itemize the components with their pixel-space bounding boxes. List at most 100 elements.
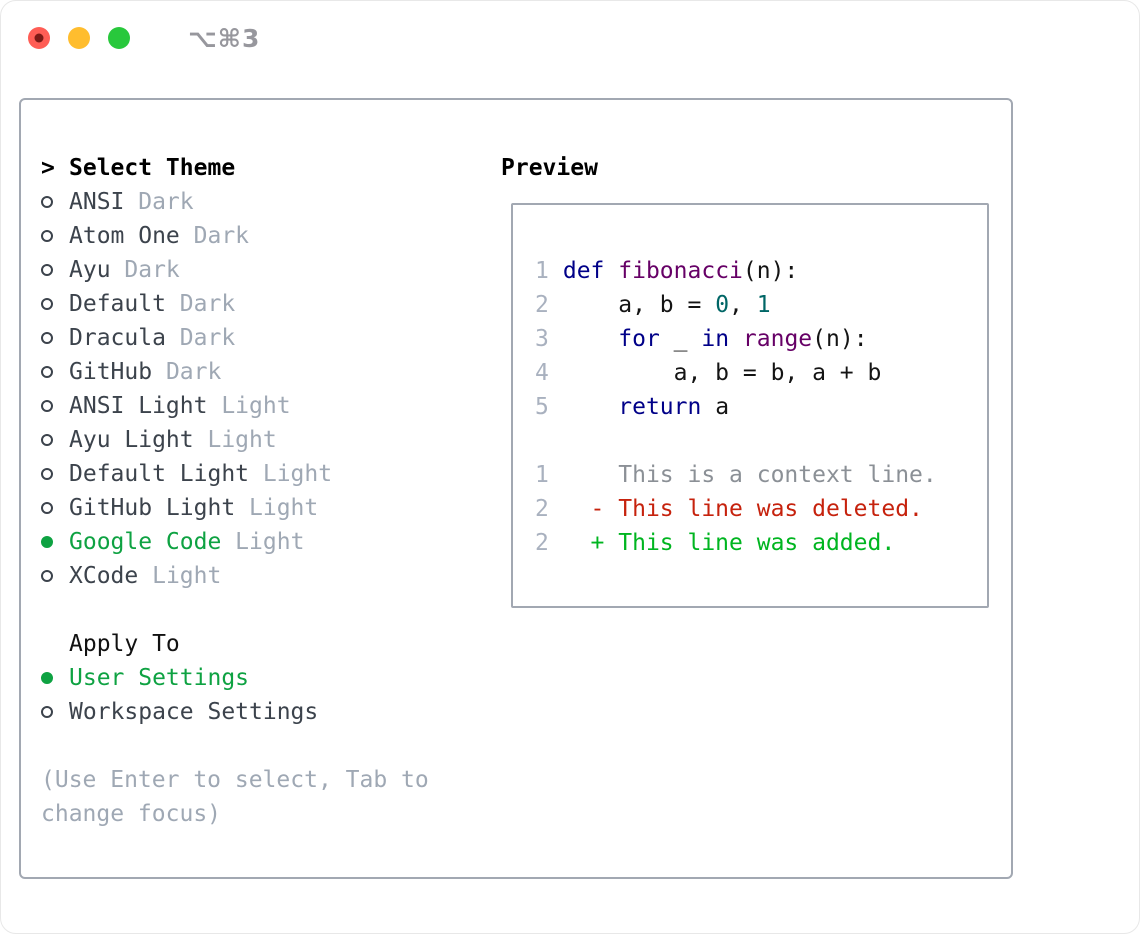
code-line: 1 This is a context line. bbox=[535, 458, 987, 492]
theme-option[interactable]: Ayu Light Light bbox=[41, 423, 481, 457]
code-token-plain: (n): bbox=[742, 258, 799, 284]
theme-tag: Light bbox=[207, 393, 291, 419]
hint-text: (Use Enter to select, Tab to change focu… bbox=[41, 767, 429, 827]
minimize-button[interactable] bbox=[68, 27, 90, 49]
code-token-num: 1 bbox=[756, 292, 771, 318]
theme-tag: Light bbox=[221, 529, 305, 555]
code-line: 2 + This line was added. bbox=[535, 526, 987, 560]
theme-option[interactable]: Ayu Dark bbox=[41, 253, 481, 287]
code-token-plain: (n): bbox=[812, 326, 868, 352]
line-number: 3 bbox=[535, 326, 549, 352]
code-token-plain: , bbox=[729, 292, 757, 318]
theme-option[interactable]: Dracula Dark bbox=[41, 321, 481, 355]
apply-to-header: Apply To bbox=[41, 627, 481, 661]
code-line: 2 - This line was deleted. bbox=[535, 492, 987, 526]
code-token-kw: for bbox=[618, 326, 660, 352]
theme-tag: Dark bbox=[152, 359, 222, 385]
code-line-blank bbox=[535, 424, 987, 458]
apply-to-label: Apply To bbox=[69, 631, 180, 657]
theme-tag: Dark bbox=[179, 223, 250, 249]
code-token-plain: a, b = bbox=[562, 292, 716, 318]
radio-icon bbox=[41, 468, 53, 480]
line-number: 4 bbox=[535, 360, 549, 386]
radio-selected-icon bbox=[41, 536, 53, 548]
theme-tag: Dark bbox=[165, 325, 236, 351]
theme-option[interactable]: Default Dark bbox=[41, 287, 481, 321]
theme-tag: Light bbox=[235, 495, 319, 521]
spacer bbox=[41, 593, 481, 627]
theme-tag: Dark bbox=[124, 189, 194, 215]
radio-icon bbox=[41, 264, 53, 276]
radio-icon bbox=[41, 570, 53, 582]
close-button[interactable] bbox=[28, 27, 50, 49]
line-number: 2 bbox=[535, 496, 549, 522]
code-token-del: - This line was deleted. bbox=[562, 496, 923, 522]
theme-option[interactable]: Google Code Light bbox=[41, 525, 481, 559]
theme-option[interactable]: GitHub Dark bbox=[41, 355, 481, 389]
radio-icon bbox=[41, 366, 53, 378]
line-number: 1 bbox=[535, 258, 549, 284]
apply-to-option[interactable]: Workspace Settings bbox=[41, 695, 481, 729]
radio-icon bbox=[41, 196, 53, 208]
apply-to-option[interactable]: User Settings bbox=[41, 661, 481, 695]
select-theme-label: Select Theme bbox=[69, 155, 236, 181]
theme-name: Dracula bbox=[69, 325, 166, 351]
line-number: 5 bbox=[535, 394, 549, 420]
theme-option[interactable]: Atom One Dark bbox=[41, 219, 481, 253]
theme-name: Default Light bbox=[69, 461, 250, 487]
theme-name: Google Code bbox=[69, 529, 222, 555]
theme-name: Ayu Light bbox=[69, 427, 194, 453]
code-token-plain bbox=[563, 326, 618, 352]
code-token-plain: a, b = b, a + b bbox=[562, 360, 882, 386]
code-line: 5 return a bbox=[535, 390, 987, 424]
theme-tag: Light bbox=[138, 563, 222, 589]
code-token-ctx: This is a context line. bbox=[562, 462, 937, 488]
line-number: 2 bbox=[535, 530, 549, 556]
theme-name: Default bbox=[69, 291, 166, 317]
line-number: 1 bbox=[535, 462, 549, 488]
code-token-plain: a bbox=[701, 394, 730, 420]
theme-option[interactable]: Default Light Light bbox=[41, 457, 481, 491]
apply-to-option-label: User Settings bbox=[69, 665, 250, 691]
code-token-fn: fibonacci bbox=[618, 258, 743, 284]
theme-name: ANSI Light bbox=[69, 393, 208, 419]
theme-name: GitHub bbox=[69, 359, 153, 385]
theme-name: XCode bbox=[69, 563, 139, 589]
theme-tag: Light bbox=[249, 461, 333, 487]
line-number: 2 bbox=[535, 292, 549, 318]
code-token-plain bbox=[604, 258, 618, 284]
theme-option[interactable]: ANSI Light Light bbox=[41, 389, 481, 423]
code-token-plain bbox=[729, 326, 743, 352]
caret-icon: > bbox=[41, 155, 55, 181]
code-line: 3 for _ in range(n): bbox=[535, 322, 987, 356]
theme-option[interactable]: XCode Light bbox=[41, 559, 481, 593]
radio-icon bbox=[41, 230, 53, 242]
theme-option[interactable]: ANSI Dark bbox=[41, 185, 481, 219]
apply-to-option-label: Workspace Settings bbox=[69, 699, 319, 725]
code-token-plain: _ bbox=[659, 326, 702, 352]
theme-name: Atom One bbox=[69, 223, 180, 249]
code-token-plain bbox=[563, 394, 618, 420]
theme-option[interactable]: GitHub Light Light bbox=[41, 491, 481, 525]
code-token-fn: range bbox=[742, 326, 813, 352]
code-line: 4 a, b = b, a + b bbox=[535, 356, 987, 390]
code-token-kw: def bbox=[562, 258, 605, 284]
code-token-add: + This line was added. bbox=[562, 530, 896, 556]
code-line: 2 a, b = 0, 1 bbox=[535, 288, 987, 322]
radio-icon bbox=[41, 502, 53, 514]
theme-name: Ayu bbox=[69, 257, 111, 283]
radio-icon bbox=[41, 434, 53, 446]
preview-title: Preview bbox=[501, 155, 598, 181]
window-title: ⌥⌘3 bbox=[188, 23, 261, 53]
select-theme-header: > Select Theme bbox=[41, 151, 481, 185]
radio-icon bbox=[41, 298, 53, 310]
radio-icon bbox=[41, 706, 53, 718]
code-token-kw: return bbox=[618, 394, 702, 420]
zoom-button[interactable] bbox=[108, 27, 130, 49]
